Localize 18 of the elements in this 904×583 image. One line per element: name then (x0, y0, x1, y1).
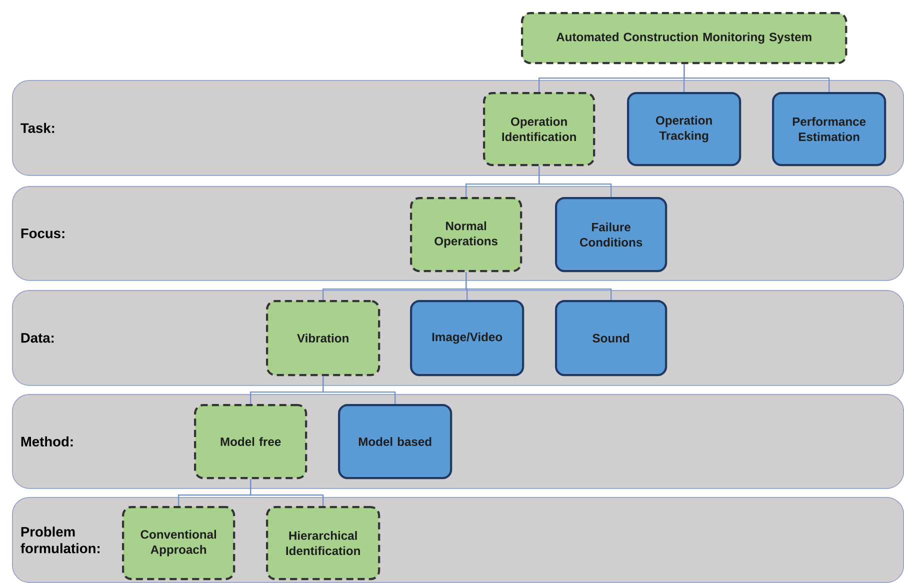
dashed-box: Normal Operations (410, 197, 522, 272)
connector-line (466, 272, 612, 300)
dashed-box: Automated Construction Monitoring System (521, 12, 848, 64)
process-box: Failure Conditions (555, 197, 668, 272)
process-box: Operation Tracking (627, 92, 742, 166)
connector-line (322, 376, 396, 404)
connector-line (538, 166, 612, 197)
process-box: Performance Estimation (772, 92, 886, 166)
dashed-box: Model free (194, 404, 308, 480)
dashed-box: Hierarchical Identification (266, 506, 380, 580)
dashed-box: Vibration (266, 300, 380, 376)
connector-line (250, 479, 324, 506)
dashed-box: Conventional Approach (122, 506, 236, 580)
connector-line (684, 64, 830, 92)
process-box: Sound (555, 300, 668, 376)
dashed-box: Operation Identification (483, 92, 596, 166)
process-box: Image/Video (410, 300, 524, 376)
process-box: Model based (338, 404, 452, 480)
